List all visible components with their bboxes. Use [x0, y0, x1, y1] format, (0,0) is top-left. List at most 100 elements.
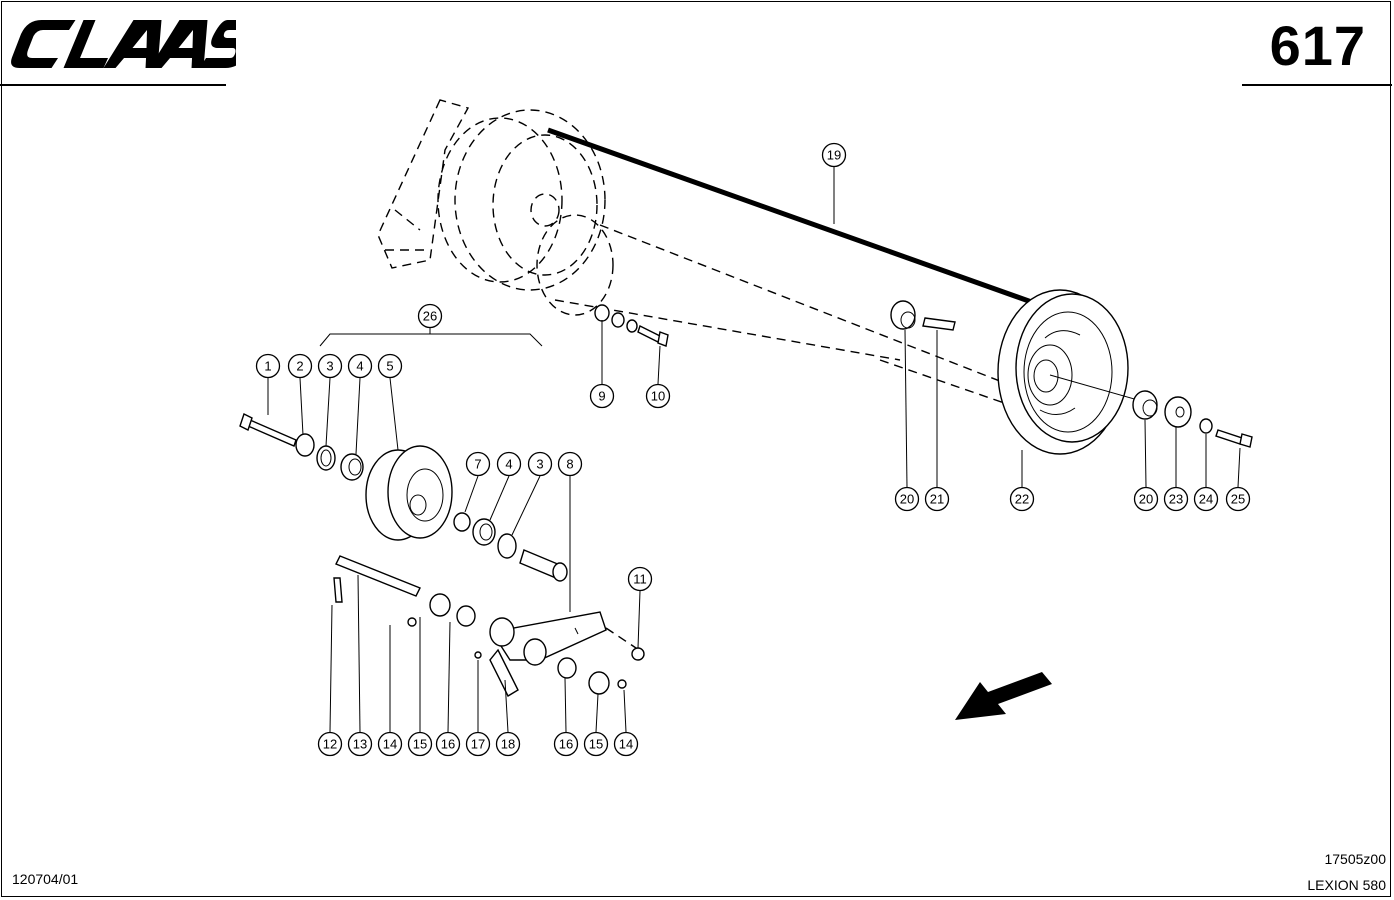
callout-17: 17 [465, 731, 491, 757]
callout-7: 7 [465, 451, 491, 477]
bolt-25 [1215, 429, 1253, 448]
bushing-20-left [890, 300, 916, 330]
svg-text:13: 13 [353, 737, 367, 752]
callout-12: 12 [317, 731, 343, 757]
callout-14: 14 [377, 731, 403, 757]
logo-underline [0, 84, 226, 86]
svg-text:7: 7 [474, 457, 481, 472]
leader-lines [267, 167, 1241, 733]
callout-3-second: 3 [527, 451, 553, 477]
tension-arm-18 [489, 611, 637, 697]
bushing-16-second [557, 657, 577, 679]
callout-15-second: 15 [583, 731, 609, 757]
svg-text:3: 3 [536, 457, 543, 472]
svg-text:14: 14 [619, 737, 633, 752]
svg-text:2: 2 [296, 359, 303, 374]
idler-pulley-5 [365, 445, 453, 541]
svg-text:16: 16 [441, 737, 455, 752]
callout-9: 9 [589, 383, 615, 409]
svg-text:12: 12 [323, 737, 337, 752]
svg-text:10: 10 [651, 389, 665, 404]
page-number: 617 [1269, 14, 1366, 77]
callout-23: 23 [1163, 486, 1189, 512]
pin-12 [333, 577, 343, 603]
grease-nipple-14 [407, 617, 417, 627]
spacer-7 [453, 512, 471, 532]
callout-5: 5 [377, 353, 403, 379]
bushing-15-second [588, 671, 610, 695]
drive-belt [547, 127, 1041, 308]
callout-25: 25 [1225, 486, 1251, 512]
circlip-3 [316, 445, 336, 471]
washer-2 [295, 433, 315, 457]
callout-3: 3 [317, 353, 343, 379]
idler-bolt-1 [239, 413, 297, 447]
callout-14-second: 14 [613, 731, 639, 757]
callout-11: 11 [627, 566, 653, 592]
circlip-3-second [497, 533, 517, 559]
callout-20: 20 [894, 486, 920, 512]
callout-4: 4 [347, 353, 373, 379]
callout-10: 10 [645, 383, 671, 409]
callout-4-second: 4 [496, 451, 522, 477]
callout-22: 22 [1009, 486, 1035, 512]
grease-nipple-14-second [617, 679, 627, 689]
svg-text:22: 22 [1015, 492, 1029, 507]
svg-text:4: 4 [356, 359, 363, 374]
washer-23 [1164, 396, 1192, 428]
callout-19: 19 [821, 142, 847, 168]
bolt-10-set [611, 312, 669, 347]
bushing-15 [429, 593, 451, 617]
callout-16-second: 16 [553, 731, 579, 757]
svg-text:15: 15 [413, 737, 427, 752]
key-21 [922, 317, 956, 331]
callout-18: 18 [495, 731, 521, 757]
svg-text:1: 1 [264, 359, 271, 374]
grease-nipple-17 [474, 651, 482, 659]
direction-arrow [955, 672, 1052, 720]
svg-text:3: 3 [326, 359, 333, 374]
svg-text:14: 14 [383, 737, 397, 752]
svg-text:24: 24 [1199, 492, 1213, 507]
callout-13: 13 [347, 731, 373, 757]
washer-24 [1199, 418, 1213, 434]
bearing-4-second [472, 518, 496, 546]
callout-1: 1 [255, 353, 281, 379]
callout-24: 24 [1193, 486, 1219, 512]
svg-text:26: 26 [423, 309, 437, 324]
svg-text:23: 23 [1169, 492, 1183, 507]
callout-26: 26 [417, 303, 443, 329]
nut-11 [631, 647, 645, 661]
drawing-number: 17505z00 [1324, 851, 1386, 867]
svg-text:4: 4 [505, 457, 512, 472]
brand-logo-mark [11, 20, 236, 68]
document-number: 120704/01 [12, 871, 79, 887]
stub-shaft-8 [519, 549, 568, 582]
model-name: LEXION 580 [1307, 877, 1386, 893]
drive-pulley-outline [377, 99, 1011, 406]
page-number-underline [1242, 84, 1392, 86]
callout-20-second: 20 [1133, 486, 1159, 512]
svg-text:15: 15 [589, 737, 603, 752]
callout-15: 15 [407, 731, 433, 757]
svg-text:18: 18 [501, 737, 515, 752]
svg-text:20: 20 [900, 492, 914, 507]
callout-21: 21 [924, 486, 950, 512]
bushing-20-right [1132, 390, 1158, 420]
svg-text:19: 19 [827, 148, 841, 163]
svg-text:8: 8 [566, 457, 573, 472]
svg-text:9: 9 [598, 389, 605, 404]
bushing-16 [456, 605, 476, 627]
shaft-13 [335, 555, 421, 597]
brand-logo [11, 20, 236, 68]
callout-8: 8 [557, 451, 583, 477]
svg-text:11: 11 [633, 572, 647, 587]
callout-16: 16 [435, 731, 461, 757]
svg-text:21: 21 [930, 492, 944, 507]
tension-pulley-22 [997, 289, 1146, 455]
svg-text:20: 20 [1139, 492, 1153, 507]
bearing-4 [340, 453, 364, 481]
